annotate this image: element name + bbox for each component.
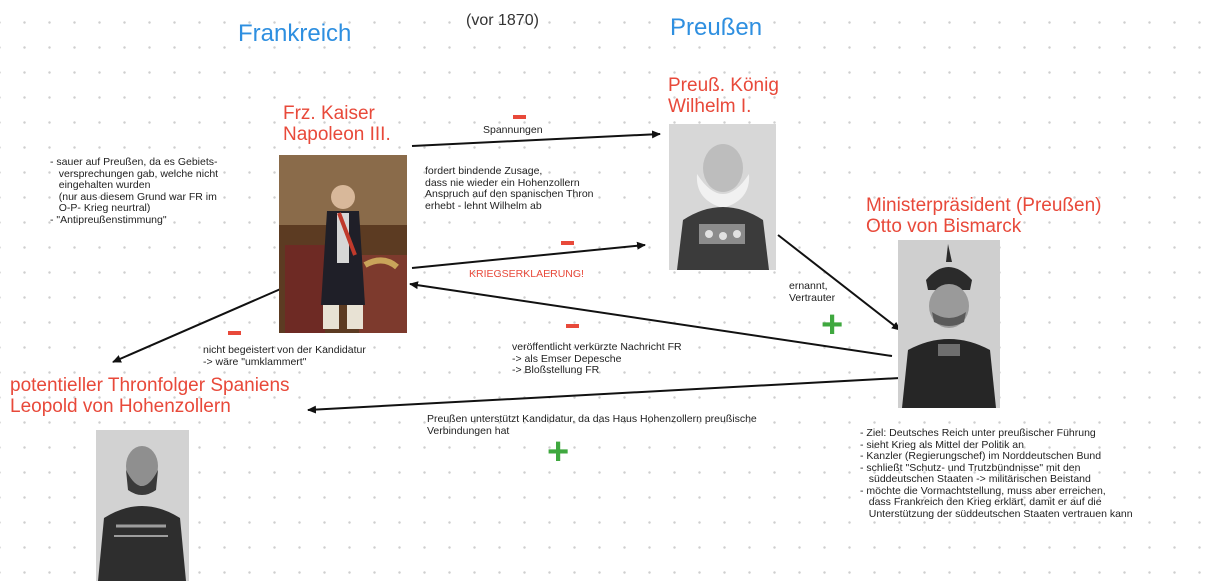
- note-support: Preußen unterstützt Kandidatur, da das H…: [427, 413, 757, 437]
- napoleon-portrait: [279, 155, 407, 333]
- note-war-declaration: KRIEGSERKLAERUNG!: [469, 268, 584, 280]
- bismarck-portrait: [898, 240, 1000, 408]
- heading-prussia: Preußen: [670, 14, 763, 41]
- arrow-napoleon-to-wilhelm-war: [411, 241, 646, 269]
- minus-sign-tension: [513, 115, 526, 119]
- note-appointed: ernannt, Vertrauter: [789, 280, 836, 304]
- wilhelm-title: Preuß. König Wilhelm I.: [668, 75, 779, 117]
- arrow-bismarck-to-napoleon: [409, 281, 893, 357]
- leopold-title-line2: Leopold von Hohenzollern: [10, 396, 231, 417]
- heading-france: Frankreich: [238, 20, 352, 47]
- plus-sign-support: +: [547, 431, 570, 473]
- napoleon-title: Frz. Kaiser Napoleon III.: [283, 103, 391, 145]
- leopold-title: potentieller Thronfolger Spaniens Leopol…: [10, 375, 290, 417]
- minus-sign-ems: [566, 324, 579, 328]
- minus-sign-candidacy: [228, 331, 241, 335]
- heading-period: (vor 1870): [466, 12, 539, 29]
- bismarck-title-line1: Ministerpräsident (Preußen): [866, 195, 1102, 216]
- bismarck-title: Ministerpräsident (Preußen) Otto von Bis…: [866, 195, 1101, 237]
- arrow-bismarck-to-leopold: [307, 377, 901, 414]
- plus-sign-appointed: +: [821, 304, 844, 346]
- leopold-title-line1: potentieller Thronfolger Spaniens: [10, 375, 290, 396]
- note-bismarck-goals: - Ziel: Deutsches Reich unter preußische…: [860, 427, 1133, 520]
- note-ems-dispatch: veröffentlicht verkürzte Nachricht FR ->…: [512, 341, 682, 376]
- note-candidacy-against: nicht begeistert von der Kandidatur -> w…: [203, 344, 366, 368]
- wilhelm-title-line1: Preuß. König: [668, 75, 779, 96]
- note-france-mood: - sauer auf Preußen, da es Gebiets- vers…: [50, 156, 219, 226]
- arrow-napoleon-to-wilhelm-tension: [411, 130, 661, 147]
- minus-sign-war: [561, 241, 574, 245]
- leopold-portrait: [96, 430, 189, 581]
- wilhelm-title-line2: Wilhelm I.: [668, 96, 752, 117]
- napoleon-title-line2: Napoleon III.: [283, 124, 391, 145]
- note-demand: fordert bindende Zusage, dass nie wieder…: [425, 165, 594, 212]
- arrow-napoleon-to-leopold: [112, 283, 293, 363]
- napoleon-title-line1: Frz. Kaiser: [283, 103, 375, 124]
- wilhelm-portrait: [669, 124, 776, 270]
- note-tension: Spannungen: [483, 124, 543, 136]
- bismarck-title-line2: Otto von Bismarck: [866, 216, 1022, 237]
- arrow-wilhelm-to-bismarck: [777, 234, 901, 331]
